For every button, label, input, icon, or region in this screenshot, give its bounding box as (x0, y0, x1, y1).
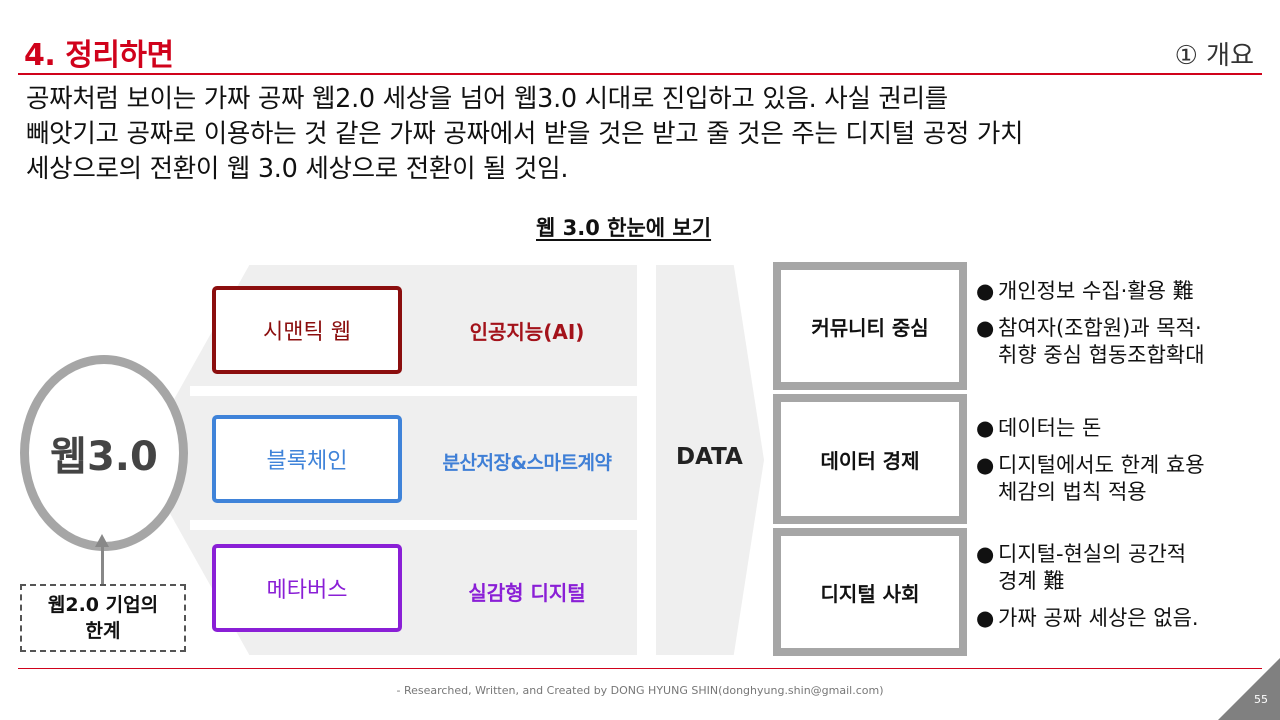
bullet-text: 디지털-현실의 공간적 경계 難 (998, 542, 1187, 593)
row-separator (190, 386, 637, 396)
web20-limit-box: 웹2.0 기업의 한계 (20, 584, 186, 652)
intro-paragraph: 공짜처럼 보이는 가짜 공짜 웹2.0 세상을 넘어 웹3.0 시대로 진입하고… (26, 82, 1266, 187)
data-label: DATA (676, 444, 743, 470)
result-box-community: 커뮤니티 중심 (773, 262, 967, 390)
tech-sub-ai: 인공지능(AI) (469, 320, 585, 344)
limit-label-line: 한계 (85, 620, 121, 642)
bullet-item: ●참여자(조합원)과 목적· 취향 중심 협동조합확대 (976, 315, 1272, 369)
tech-name: 메타버스 (266, 578, 348, 603)
bullet-list-data-economy: ●데이터는 돈 ●디지털에서도 한계 효용 체감의 법칙 적용 (976, 415, 1272, 516)
intro-line: 공짜처럼 보이는 가짜 공짜 웹2.0 세상을 넘어 웹3.0 시대로 진입하고… (26, 84, 948, 114)
slide-title: 4. 정리하면 (24, 38, 174, 73)
footer-credit: - Researched, Written, and Created by DO… (396, 684, 884, 697)
bullet-icon: ● (976, 279, 995, 303)
bullet-text: 디지털에서도 한계 효용 체감의 법칙 적용 (998, 453, 1205, 504)
tech-name: 시맨틱 웹 (263, 320, 351, 345)
bullet-list-community: ●개인정보 수집·활용 難 ●참여자(조합원)과 목적· 취향 중심 협동조합확… (976, 278, 1272, 379)
bullet-list-digital-society: ●디지털-현실의 공간적 경계 難 ●가짜 공짜 세상은 없음. (976, 541, 1272, 642)
bullet-text: 참여자(조합원)과 목적· 취향 중심 협동조합확대 (998, 316, 1205, 367)
footer-divider (18, 668, 1262, 669)
bullet-icon: ● (976, 416, 995, 440)
bullet-text: 가짜 공짜 세상은 없음. (998, 606, 1199, 630)
bullet-text: 데이터는 돈 (998, 416, 1102, 440)
result-label: 디지털 사회 (820, 581, 920, 606)
bullet-item: ●데이터는 돈 (976, 415, 1272, 442)
tech-sub-immersive-digital: 실감형 디지털 (468, 581, 586, 605)
intro-line: 빼앗기고 공짜로 이용하는 것 같은 가짜 공짜에서 받을 것은 받고 줄 것은… (26, 119, 1024, 149)
bullet-icon: ● (976, 316, 995, 340)
bullet-icon: ● (976, 542, 995, 566)
intro-line: 세상으로의 전환이 웹 3.0 세상으로 전환이 될 것임. (26, 154, 569, 184)
limit-label-line: 웹2.0 기업의 (47, 594, 159, 616)
result-label: 데이터 경제 (820, 448, 920, 473)
web30-circle: 웹3.0 (20, 355, 188, 551)
tech-box-metaverse: 메타버스 (212, 544, 402, 632)
bullet-text: 개인정보 수집·활용 難 (998, 279, 1194, 303)
bullet-icon: ● (976, 453, 995, 477)
result-label: 커뮤니티 중심 (811, 315, 929, 340)
result-box-digital-society: 디지털 사회 (773, 528, 967, 656)
bullet-icon: ● (976, 606, 995, 630)
bullet-item: ●개인정보 수집·활용 難 (976, 278, 1272, 305)
tech-sub-distributed-storage: 분산저장&스마트계약 (442, 452, 612, 474)
bullet-item: ●디지털에서도 한계 효용 체감의 법칙 적용 (976, 452, 1272, 506)
tech-box-blockchain: 블록체인 (212, 415, 402, 503)
bullet-item: ●가짜 공짜 세상은 없음. (976, 605, 1272, 632)
up-arrow-shaft (101, 545, 104, 585)
page-number: 55 (1254, 693, 1268, 706)
diagram-title: 웹 3.0 한눈에 보기 (536, 216, 712, 240)
up-arrow-icon (95, 534, 109, 547)
title-divider (18, 73, 1262, 75)
tech-box-semantic-web: 시맨틱 웹 (212, 286, 402, 374)
result-box-data-economy: 데이터 경제 (773, 394, 967, 524)
tech-name: 블록체인 (266, 449, 348, 474)
bullet-item: ●디지털-현실의 공간적 경계 難 (976, 541, 1272, 595)
row-separator (190, 520, 637, 530)
section-subtitle: ① 개요 (1174, 41, 1254, 71)
web30-label: 웹3.0 (50, 434, 158, 480)
